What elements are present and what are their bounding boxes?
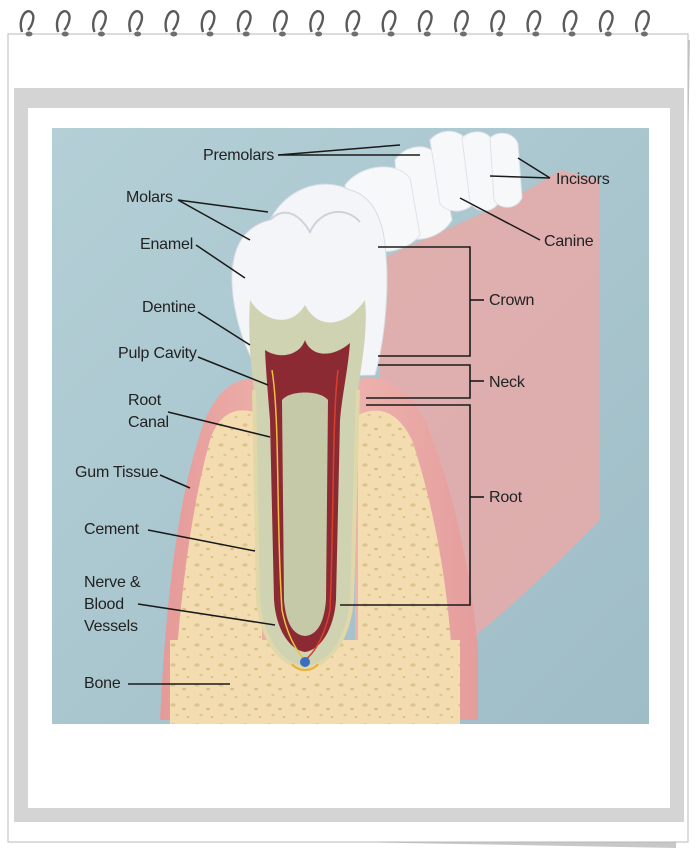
spiral-ring <box>562 10 578 33</box>
spiral-ring <box>345 10 361 33</box>
spiral-hole <box>351 31 359 37</box>
label-dentine: Dentine <box>142 299 196 316</box>
spiral-hole <box>315 31 323 37</box>
brackets <box>340 246 484 606</box>
spiral-ring <box>92 10 107 33</box>
spiral-hole <box>604 31 612 37</box>
spiral-ring <box>128 10 144 33</box>
spiral-ring <box>273 10 288 33</box>
spiral-hole <box>170 31 178 37</box>
spiral-hole <box>532 31 540 37</box>
vessel-entry <box>300 657 310 667</box>
spiral-hole <box>423 31 431 37</box>
spiral-hole <box>242 31 250 37</box>
vessel-line <box>304 369 339 661</box>
spiral-ring <box>526 10 542 33</box>
spiral-ring <box>164 10 180 33</box>
spiral-hole <box>25 31 33 37</box>
spiral-ring <box>417 10 433 33</box>
nerve-line <box>271 369 306 661</box>
label-root-canal: Root Canal <box>128 392 169 431</box>
spiral-rings <box>19 10 650 37</box>
label-molars: Molars <box>126 189 173 206</box>
spiral-ring <box>490 10 506 33</box>
spiral-ring <box>55 10 71 33</box>
spiral-hole <box>97 31 105 37</box>
spiral-hole <box>206 31 214 37</box>
label-enamel: Enamel <box>140 236 194 253</box>
label-nerve-blood-vessels: Nerve & Blood Vessels <box>84 574 141 635</box>
spiral-hole <box>134 31 142 37</box>
spiral-ring <box>309 10 325 33</box>
label-root: Root <box>489 489 522 506</box>
label-gum-tissue: Gum Tissue <box>75 464 159 481</box>
leader-lines <box>128 144 551 685</box>
spiral-hole <box>459 31 467 37</box>
spiral-hole <box>387 31 395 37</box>
tooth <box>231 183 388 671</box>
spiral-hole <box>496 31 504 37</box>
spiral-hole <box>640 31 648 37</box>
spiral-ring <box>454 10 469 33</box>
spiral-ring <box>236 10 252 33</box>
spiral-ring <box>200 10 216 33</box>
label-pulp-cavity: Pulp Cavity <box>118 345 197 362</box>
label-incisors: Incisors <box>556 171 610 188</box>
spiral-hole <box>568 31 576 37</box>
label-canine: Canine <box>544 233 594 250</box>
spiral-ring <box>635 10 650 33</box>
spiral-hole <box>61 31 69 37</box>
label-bone: Bone <box>84 675 121 692</box>
label-crown: Crown <box>489 292 535 309</box>
spiral-ring <box>598 10 614 33</box>
spiral-hole <box>278 31 286 37</box>
spiral-ring <box>381 10 397 33</box>
cement-shape <box>252 389 360 671</box>
label-premolars: Premolars <box>203 147 275 164</box>
label-neck: Neck <box>489 374 525 391</box>
label-cement: Cement <box>84 521 139 538</box>
spiral-ring <box>19 10 35 33</box>
